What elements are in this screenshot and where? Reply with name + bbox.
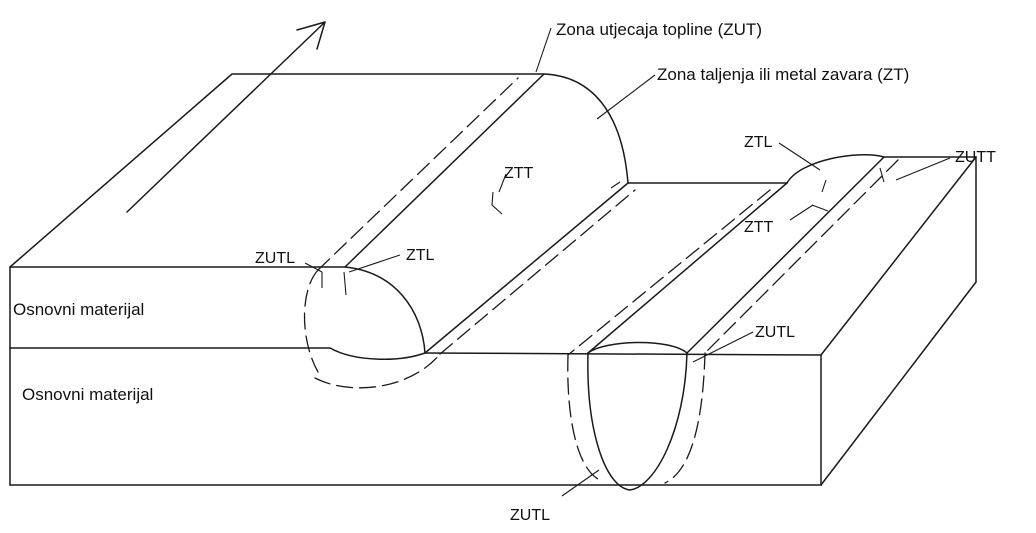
label-ztl-left: ZTL xyxy=(406,247,435,264)
label-zt: Zona taljenja ili metal zavara (ZT) xyxy=(657,65,909,84)
groove-weld xyxy=(567,154,899,491)
zone-tick-marks xyxy=(321,167,885,296)
label-ztt-right: ZTT xyxy=(744,219,774,236)
label-base-material-top: Osnovni materijal xyxy=(13,300,144,319)
leader-lines xyxy=(304,27,951,497)
label-zutl-right: ZUTL xyxy=(755,324,795,341)
lower-plate xyxy=(9,156,977,486)
label-ztl-right: ZTL xyxy=(744,134,773,151)
label-zutt: ZUTT xyxy=(955,149,996,166)
label-ztt-top: ZTT xyxy=(504,165,534,182)
label-zutl-bottom: ZUTL xyxy=(510,507,550,524)
upper-plate xyxy=(9,73,545,349)
welding-direction-arrow xyxy=(126,21,326,213)
label-zutl-left: ZUTL xyxy=(255,250,295,267)
label-base-material-bottom: Osnovni materijal xyxy=(22,385,153,404)
labels: Zona utjecaja topline (ZUT) Zona taljenj… xyxy=(13,20,996,524)
label-zut: Zona utjecaja topline (ZUT) xyxy=(556,20,762,39)
top-fillet-weld xyxy=(303,73,636,389)
